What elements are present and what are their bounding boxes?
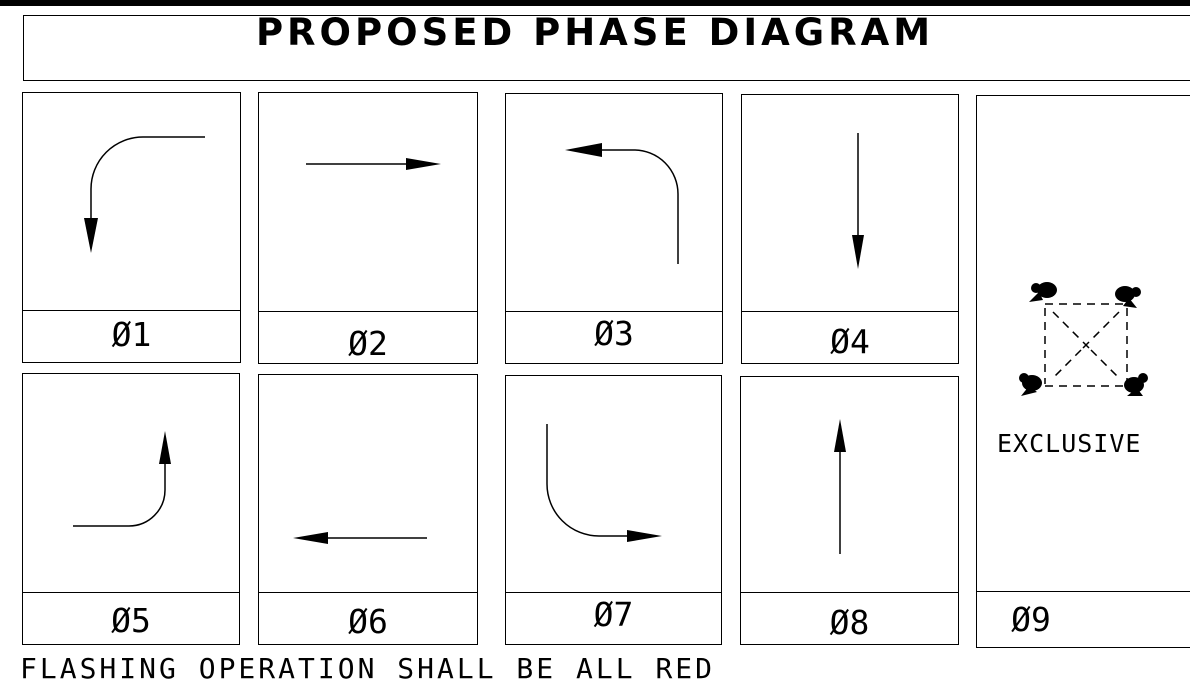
phase-label: Ø4 <box>830 322 870 361</box>
phase-label-band: Ø8 <box>741 592 958 644</box>
phase-label-band: Ø3 <box>506 311 722 363</box>
left-turn-arrow-icon <box>84 136 205 253</box>
phase-label: Ø5 <box>111 601 151 640</box>
phase-label: Ø6 <box>348 602 388 641</box>
left-turn-arrow-icon <box>73 431 171 527</box>
phase-label-band: Ø4 <box>742 311 958 363</box>
phase-label-band: Ø6 <box>259 592 477 644</box>
through-arrow-right-icon <box>306 158 441 170</box>
exclusive-label: EXCLUSIVE <box>997 429 1142 458</box>
through-arrow-down-icon <box>852 133 864 269</box>
diagram-title: PROPOSED PHASE DIAGRAM <box>255 11 935 54</box>
phase-label: Ø3 <box>594 314 634 353</box>
phase-panel-8: Ø8 <box>740 376 959 645</box>
phase-panel-7: Ø7 <box>505 375 722 645</box>
phase-panel-9: EXCLUSIVE Ø9 <box>976 95 1190 648</box>
phase-label: Ø7 <box>593 595 634 634</box>
phase-panel-2: Ø2 <box>258 92 478 364</box>
phase-label: Ø1 <box>111 315 152 354</box>
phase-label-band: Ø5 <box>23 592 239 644</box>
phase-label: Ø8 <box>829 603 870 642</box>
phase-panel-5: Ø5 <box>22 373 240 645</box>
flashing-operation-note: FLASHING OPERATION SHALL BE ALL RED <box>20 652 716 685</box>
title-box <box>23 15 1190 81</box>
through-arrow-left-icon <box>293 532 427 544</box>
top-border-line <box>0 0 1190 6</box>
through-arrow-up-icon <box>834 419 846 554</box>
pedestrian-exclusive-icon <box>1019 282 1148 396</box>
phase-panel-3: Ø3 <box>505 93 723 364</box>
phase-label: Ø2 <box>348 324 388 363</box>
phase-label-band: Ø7 <box>506 592 721 644</box>
phase-label-band: Ø2 <box>259 311 477 363</box>
phase-panel-6: Ø6 <box>258 374 478 645</box>
left-turn-arrow-icon <box>565 143 679 264</box>
phase-label-band: Ø1 <box>23 310 240 362</box>
phase-label-band: Ø9 <box>977 591 1190 647</box>
phase-panel-4: Ø4 <box>741 94 959 364</box>
left-turn-arrow-icon <box>546 424 662 542</box>
phase-panel-1: Ø1 <box>22 92 241 363</box>
phase-label: Ø9 <box>1011 600 1051 639</box>
